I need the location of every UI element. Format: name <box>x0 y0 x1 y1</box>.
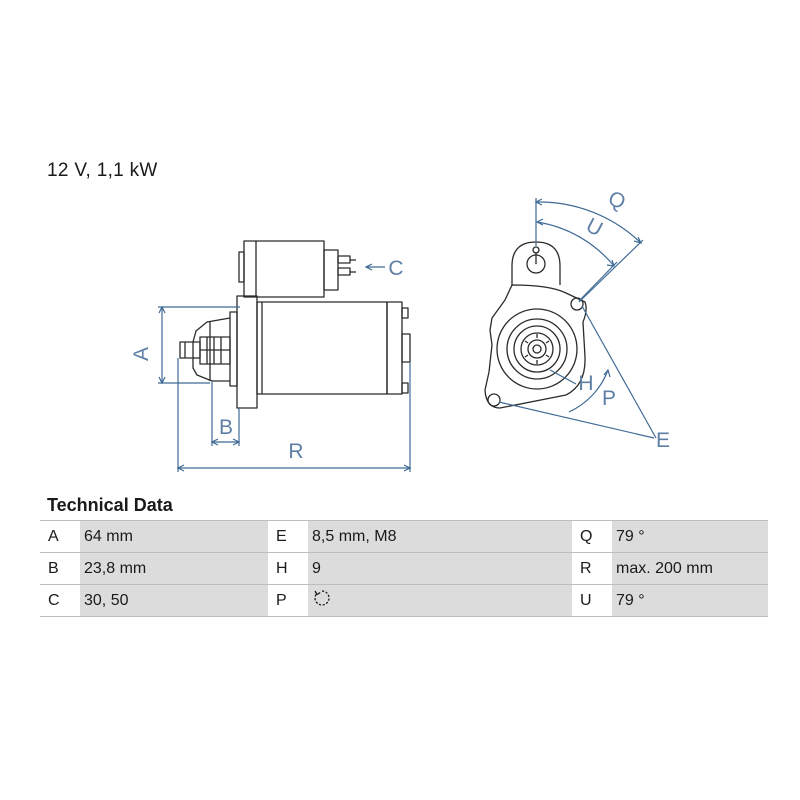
angle-label-u: U <box>582 214 606 241</box>
value-cell: 30, 50 <box>80 584 268 617</box>
table-row: B 23,8 mm H 9 R max. 200 mm <box>40 552 768 585</box>
key-cell: C <box>40 584 80 617</box>
teeth-label-h: H <box>578 372 593 395</box>
value-cell: 8,5 mm, M8 <box>308 520 572 553</box>
table-row: C 30, 50 P U 79 ° <box>40 584 768 617</box>
side-view <box>179 240 411 409</box>
side-dimensions: A B R C <box>130 257 412 472</box>
key-cell: B <box>40 552 80 585</box>
key-cell: H <box>268 552 308 585</box>
bolt-hole-label-e: E <box>656 429 670 452</box>
rotation-label-p: P <box>602 387 616 410</box>
key-cell: Q <box>572 520 612 553</box>
key-cell: A <box>40 520 80 553</box>
key-cell: U <box>572 584 612 617</box>
dimension-label-b: B <box>219 416 233 439</box>
value-cell: 79 ° <box>612 520 768 553</box>
front-view <box>484 241 587 409</box>
motor-body <box>256 301 388 395</box>
clockwise-rotation-icon <box>312 588 332 613</box>
terminal-label-c: C <box>388 257 403 280</box>
technical-data-title: Technical Data <box>47 495 173 515</box>
angle-label-q: Q <box>605 187 630 215</box>
key-cell: P <box>268 584 308 617</box>
value-cell: 9 <box>308 552 572 585</box>
front-flange <box>484 284 587 409</box>
technical-data-table: A 64 mm E 8,5 mm, M8 Q 79 ° B 23,8 mm H … <box>40 520 768 617</box>
mounting-flange <box>236 295 258 409</box>
key-cell: R <box>572 552 612 585</box>
lower-bolt-hole <box>487 393 501 407</box>
value-cell: 64 mm <box>80 520 268 553</box>
value-cell: max. 200 mm <box>612 552 768 585</box>
table-row: A 64 mm E 8,5 mm, M8 Q 79 ° <box>40 520 768 553</box>
value-cell: 23,8 mm <box>80 552 268 585</box>
value-cell <box>308 584 572 617</box>
value-cell: 79 ° <box>612 584 768 617</box>
dimension-label-a: A <box>130 347 153 361</box>
technical-drawing: A B R C <box>130 187 670 472</box>
upper-bolt-hole <box>570 297 584 311</box>
dimension-label-r: R <box>288 440 303 463</box>
key-cell: E <box>268 520 308 553</box>
product-spec: 12 V, 1,1 kW <box>47 160 158 181</box>
pinion-gear <box>527 339 547 359</box>
end-cap <box>386 301 403 395</box>
